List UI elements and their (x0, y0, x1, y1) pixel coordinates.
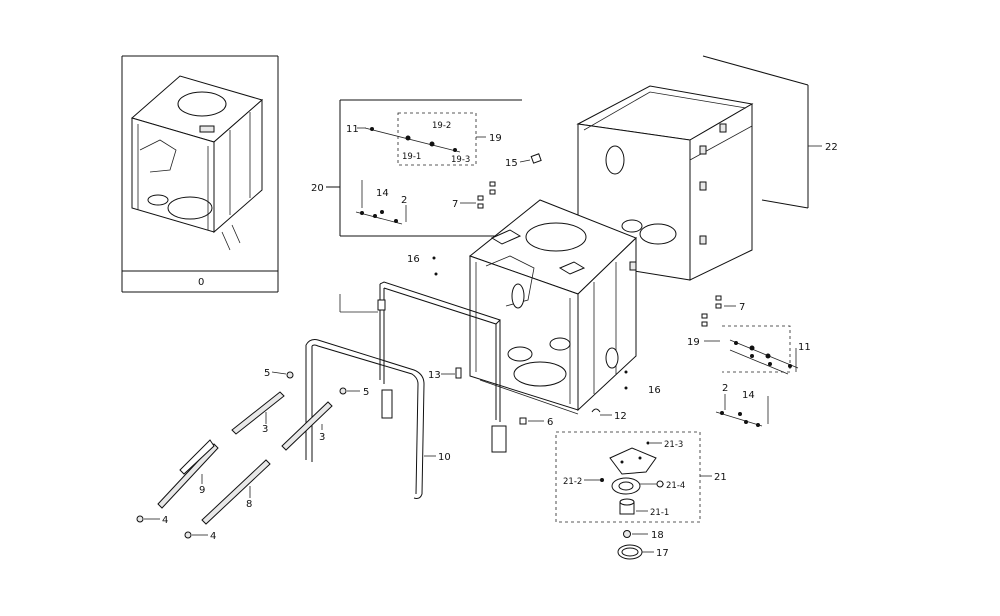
label-2-right: 2 (722, 383, 728, 394)
label-13: 13 (428, 370, 441, 381)
label-11-right: 11 (798, 342, 811, 353)
label-18: 18 (651, 530, 664, 541)
label-14-upper: 14 (376, 188, 389, 199)
label-8: 8 (246, 499, 252, 510)
main-tub (468, 199, 637, 415)
part-13: 13 (428, 367, 462, 381)
label-7-right: 7 (739, 302, 745, 313)
label-3-right: 3 (319, 432, 325, 443)
label-12: 12 (614, 411, 627, 422)
rail-9: 9 (157, 439, 219, 509)
label-19-right: 19 (687, 337, 700, 348)
label-19-upper: 19 (489, 133, 502, 144)
label-7-upper: 7 (452, 199, 458, 210)
label-21-3: 21-3 (664, 440, 683, 450)
part-6: 6 (519, 417, 553, 428)
label-21-1: 21-1 (650, 508, 669, 518)
door-frame-part (339, 281, 507, 453)
label-14-right: 14 (742, 390, 755, 401)
label-20: 20 (311, 183, 324, 194)
label-5-right: 5 (363, 387, 369, 398)
label-22: 22 (825, 142, 838, 153)
hardware-right: 7 19 11 2 14 (687, 295, 811, 427)
label-11-upper: 11 (346, 124, 359, 135)
door-gasket-10: 10 (305, 339, 451, 499)
part-4: 4 4 (136, 515, 216, 542)
part-15: 15 (505, 153, 542, 169)
label-19-2: 19-2 (432, 121, 451, 131)
label-4-lower: 4 (210, 531, 216, 542)
part-5: 5 5 (264, 368, 369, 398)
rail-3-lower: 3 (281, 401, 333, 451)
label-21: 21 (714, 472, 727, 483)
pump-group-21: 21 21-3 21-4 21-2 21-1 (555, 431, 727, 523)
label-9: 9 (199, 485, 205, 496)
part-16: 16 16 (407, 254, 661, 396)
label-16-lower: 16 (648, 385, 661, 396)
label-2-upper: 2 (401, 195, 407, 206)
label-3-left: 3 (262, 424, 268, 435)
part-12: 12 (591, 408, 627, 422)
label-15: 15 (505, 158, 518, 169)
label-21-2: 21-2 (563, 477, 582, 487)
inset-tub-icon (130, 75, 264, 251)
hardware-group-20: 20 19 19-2 19-1 19-3 11 7 14 2 (311, 99, 522, 237)
label-4-upper: 4 (162, 515, 168, 526)
label-19-1: 19-1 (402, 152, 421, 162)
rail-3-upper: 3 (231, 391, 285, 435)
label-16-upper: 16 (407, 254, 420, 265)
rail-8: 8 (201, 459, 271, 525)
label-21-4: 21-4 (666, 481, 685, 491)
inset-assembly-view: 0 (121, 55, 279, 293)
label-6: 6 (547, 417, 553, 428)
label-10: 10 (438, 452, 451, 463)
label-19-3: 19-3 (451, 155, 470, 165)
part-18: 18 (623, 530, 664, 541)
label-5-left: 5 (264, 368, 270, 379)
label-17: 17 (656, 548, 669, 559)
part-17: 17 (617, 544, 669, 560)
label-inset: 0 (198, 277, 204, 288)
